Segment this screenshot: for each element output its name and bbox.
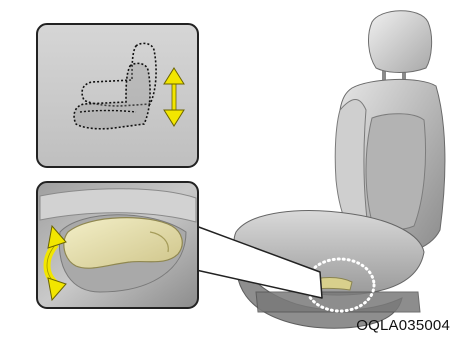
seat-base [256, 292, 420, 312]
height-lever [64, 218, 182, 269]
figure-code: OQLA035004 [356, 317, 450, 334]
backrest-panel [366, 114, 426, 230]
seat-height-diagram-panel [37, 24, 198, 167]
lever-detail-panel [37, 182, 198, 308]
headrest [369, 11, 432, 73]
